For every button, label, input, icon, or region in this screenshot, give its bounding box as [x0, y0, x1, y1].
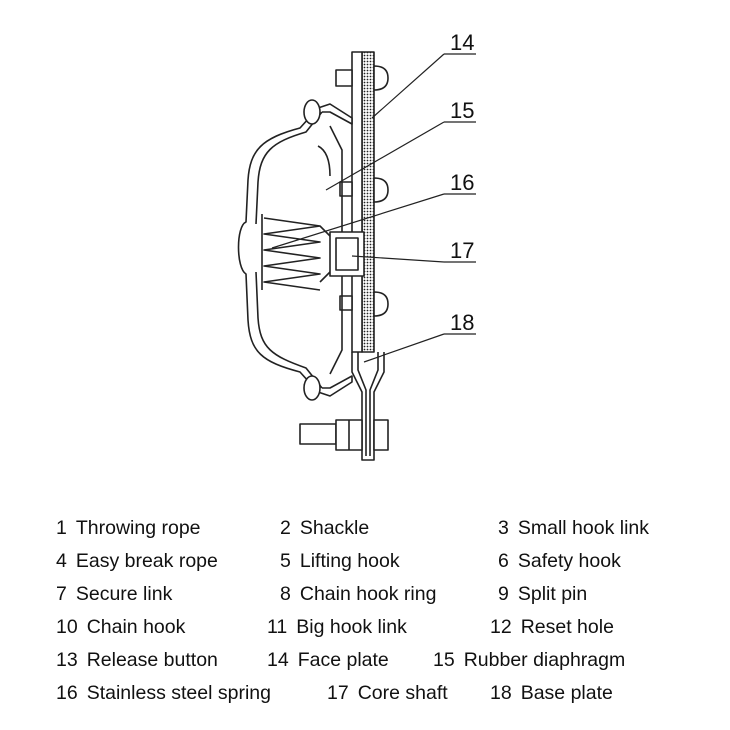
bottom-bolt: [299, 419, 389, 451]
release-mechanism-diagram: 14 15 16 17 18: [237, 30, 476, 461]
stainless-steel-spring: [263, 217, 321, 291]
callout-15: 15: [450, 98, 474, 123]
callout-18: 18: [450, 310, 474, 335]
rubber-diaphragm-housing: [237, 107, 319, 393]
face-plate-bolts: [335, 65, 389, 317]
face-plate-back: [351, 51, 363, 353]
callout-14: 14: [450, 30, 474, 55]
base-plate: [351, 352, 385, 461]
callout-16: 16: [450, 170, 474, 195]
face-plate: [361, 51, 375, 353]
callout-17: 17: [450, 238, 474, 263]
